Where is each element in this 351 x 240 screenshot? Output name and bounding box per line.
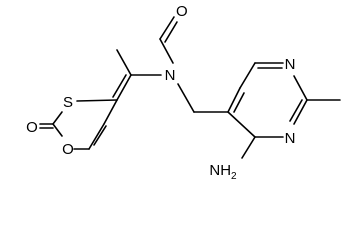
molecule-structure: O N S O O N N NH2 xyxy=(26,3,341,182)
bond-pyr-nh2 xyxy=(241,136,256,159)
atom-n-pyrimidine-top: N xyxy=(285,56,296,73)
bond-pyr-n-c2 xyxy=(293,75,308,101)
atom-o-ring: O xyxy=(62,141,74,158)
atom-n-amide: N xyxy=(165,67,176,84)
bond-pyr-c6-c5top xyxy=(239,62,256,89)
bond-formyl-c-o-double xyxy=(164,21,178,43)
bond-ring-c6-c5 xyxy=(88,123,105,150)
bond-ring-c4-s xyxy=(76,99,118,102)
bond-ring-c2-o xyxy=(52,123,63,137)
bond-ring-c6-c5-double xyxy=(93,125,107,146)
bond-exocyclic-double-a xyxy=(116,74,132,101)
atom-amino: NH2 xyxy=(209,162,237,182)
bond-n-formyl-c xyxy=(159,38,174,64)
amino-nh: NH xyxy=(209,162,231,179)
bond-ring-s-c2 xyxy=(52,111,63,125)
bond-pyr-c4-c5 xyxy=(227,111,256,138)
atom-o-carbonyl: O xyxy=(26,119,38,136)
bond-ring-c5-c4 xyxy=(103,99,118,125)
bond-pyr-c2-n xyxy=(293,99,308,125)
bond-pyr-c5-c6-double xyxy=(233,92,245,113)
bond-pyr-c2-n-double xyxy=(289,99,303,122)
amino-subscript: 2 xyxy=(231,171,237,182)
bond-n-ch2 xyxy=(177,83,195,113)
bond-exocyclic-double-b xyxy=(112,74,127,98)
bond-formyl-c-o xyxy=(159,16,175,40)
bond-pyr-c5-c6 xyxy=(227,87,241,113)
atom-labels: O N S O O N N NH2 xyxy=(26,3,295,182)
atom-o-formyl: O xyxy=(176,3,188,20)
atom-s-ring: S xyxy=(63,94,73,111)
bond-vinyl-c-methyl xyxy=(116,49,132,76)
atom-n-pyrimidine-bottom: N xyxy=(285,130,296,147)
bonds xyxy=(39,16,341,159)
